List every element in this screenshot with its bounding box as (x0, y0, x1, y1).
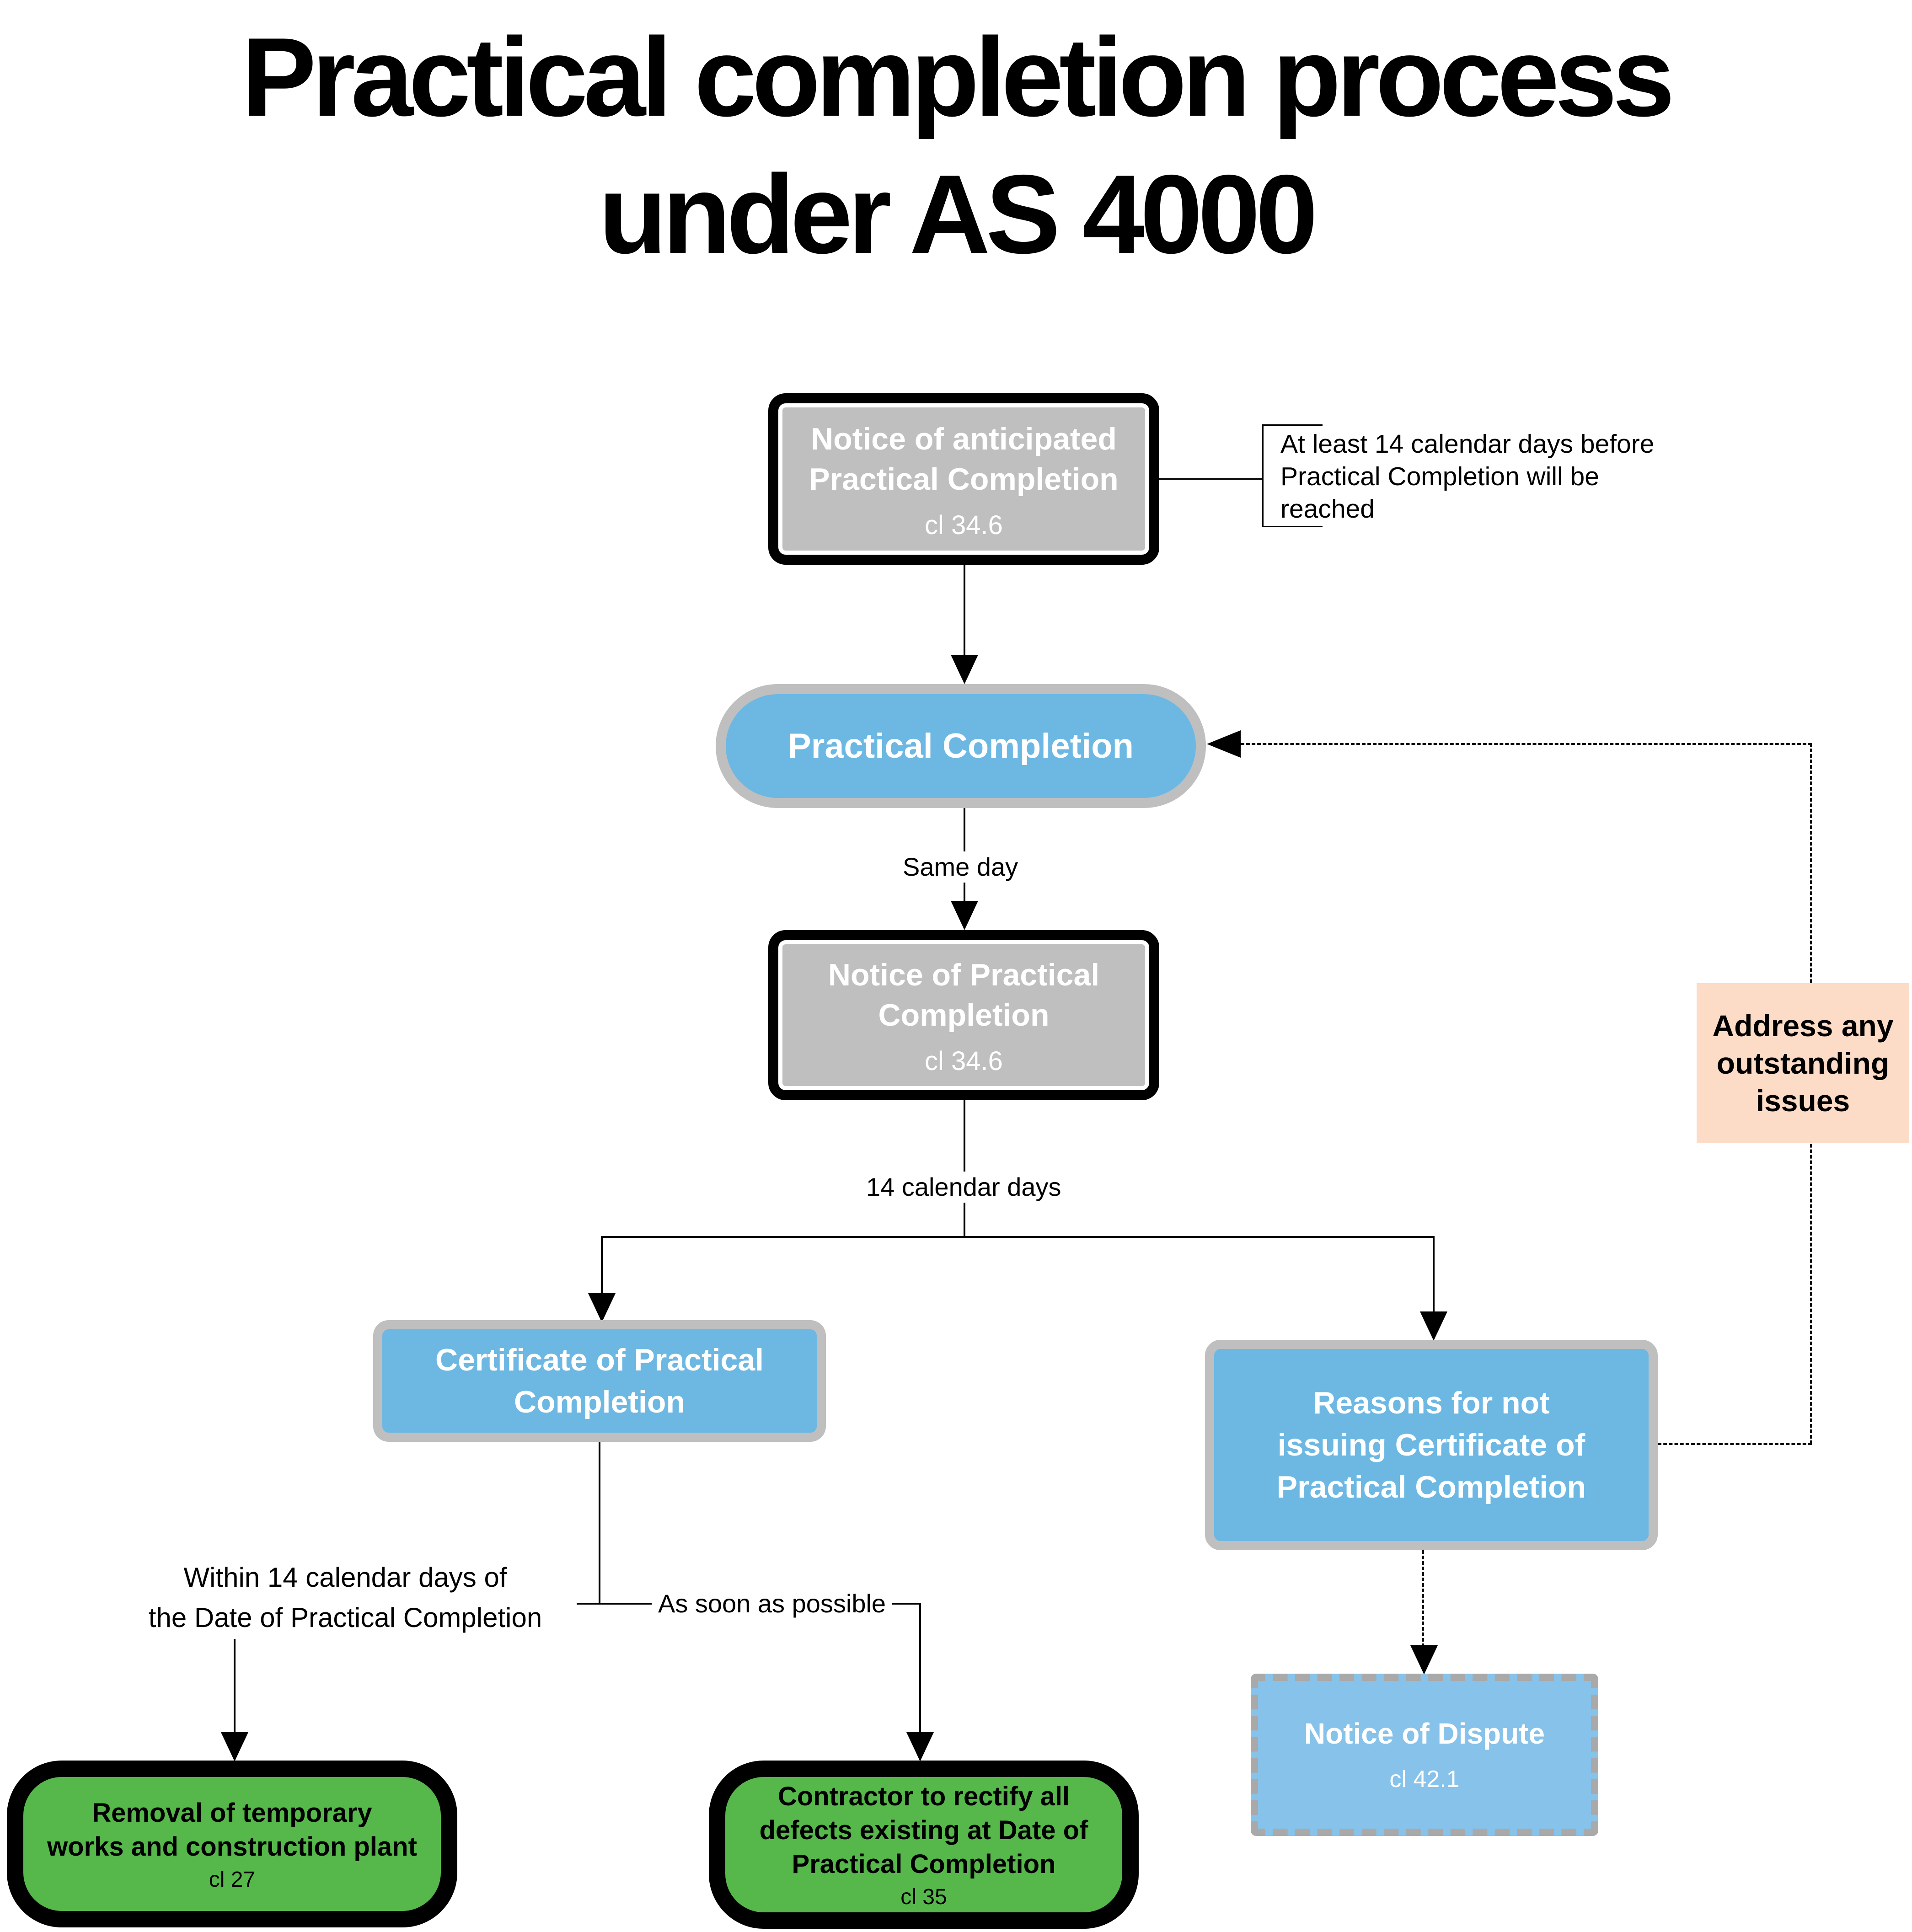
branch-horizontal-line (601, 1236, 1435, 1238)
node-contractor: Contractor to rectify all defects existi… (709, 1761, 1139, 1929)
node-certificate-label: Certificate of Practical Completion (435, 1343, 764, 1419)
dashed-reasons-right (1658, 1443, 1812, 1445)
node-notice-dispute-clause: cl 42.1 (1389, 1766, 1460, 1793)
arrowhead-into-removal (221, 1732, 248, 1761)
arrowhead-into-certificate (588, 1293, 616, 1322)
arrowhead-into-notice-pc (951, 901, 978, 930)
node-removal-label: Removal of temporary works and construct… (47, 1798, 417, 1862)
connector-annotation (1159, 478, 1263, 480)
connector-to-contractor (919, 1603, 921, 1735)
arrowhead-into-contractor (906, 1732, 934, 1761)
node-removal: Removal of temporary works and construct… (7, 1761, 457, 1927)
node-certificate: Certificate of Practical Completion (373, 1320, 826, 1442)
edge-label-same-day: Same day (896, 851, 1025, 883)
node-notice-pc-clause: cl 34.6 (925, 1046, 1003, 1076)
node-notice-pc-label: Notice of Practical Completion (828, 958, 1100, 1033)
edge-label-annotation: At least 14 calendar days before Practic… (1280, 429, 1655, 524)
node-practical-completion: Practical Completion (716, 684, 1206, 808)
node-notice-anticipated-clause: cl 34.6 (925, 510, 1003, 540)
node-contractor-clause: cl 35 (900, 1885, 947, 1909)
node-notice-practical-completion: Notice of Practical Completion cl 34.6 (768, 930, 1159, 1100)
arrowhead-into-dispute (1410, 1645, 1438, 1675)
dashed-loop-to-pc (1241, 743, 1812, 745)
edge-label-14-days: 14 calendar days (860, 1172, 1068, 1203)
node-reasons: Reasons for not issuing Certificate of P… (1205, 1340, 1658, 1550)
annotation-bracket-bottom-tick (1262, 526, 1323, 527)
connector-to-removal (234, 1639, 236, 1735)
node-reasons-label: Reasons for not issuing Certificate of P… (1276, 1386, 1586, 1504)
node-address-issues-label: Address any outstanding issues (1712, 1009, 1894, 1118)
node-notice-anticipated-label: Notice of anticipated Practical Completi… (809, 421, 1119, 497)
node-notice-anticipated: Notice of anticipated Practical Completi… (768, 393, 1159, 565)
annotation-bracket-top-tick (1262, 424, 1323, 426)
node-practical-completion-label: Practical Completion (788, 727, 1134, 765)
connector-branch-to-certificate (601, 1236, 603, 1296)
node-notice-dispute-label: Notice of Dispute (1304, 1717, 1545, 1750)
node-notice-dispute: Notice of Dispute cl 42.1 (1251, 1674, 1598, 1836)
node-address-issues: Address any outstanding issues (1697, 983, 1909, 1143)
page-title: Practical completion process under AS 40… (241, 14, 1675, 277)
node-contractor-label: Contractor to rectify all defects existi… (759, 1782, 1088, 1879)
arrowhead-loop-into-pc (1207, 730, 1241, 758)
dashed-reasons-to-dispute (1422, 1550, 1424, 1647)
edge-label-asap: As soon as possible (652, 1588, 893, 1619)
connector-anticipated-to-pc (964, 565, 965, 657)
arrowhead-into-practical-completion (951, 655, 978, 684)
node-removal-clause: cl 27 (209, 1867, 256, 1892)
connector-certificate-down (599, 1442, 600, 1605)
edge-label-within-14-days: Within 14 calendar days of the Date of P… (148, 1562, 542, 1633)
arrowhead-into-reasons (1420, 1311, 1447, 1341)
annotation-bracket-vertical (1262, 424, 1264, 527)
connector-branch-to-reasons (1433, 1236, 1435, 1314)
connector-notice-to-branch (964, 1100, 965, 1238)
